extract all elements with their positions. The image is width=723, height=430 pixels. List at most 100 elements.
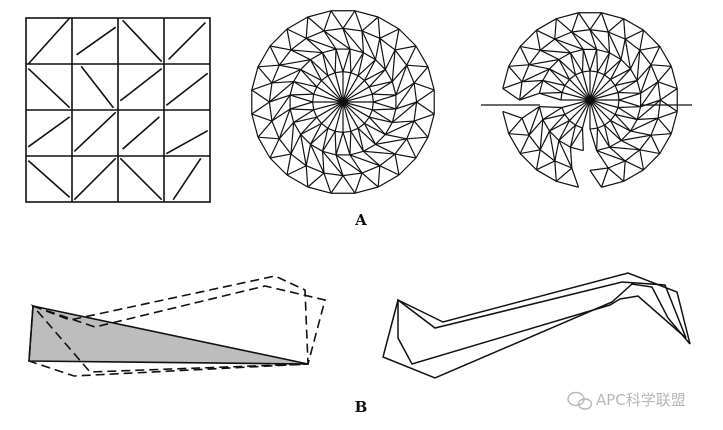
- tri-edge: [604, 59, 622, 76]
- tri-edge: [413, 66, 429, 84]
- ring-edge: [536, 169, 557, 182]
- tiling-diagonal: [76, 26, 117, 56]
- ring-edge: [271, 64, 280, 84]
- tri-edge: [290, 122, 295, 155]
- ring-edge: [278, 49, 292, 66]
- tri-edge: [639, 149, 660, 155]
- ring-edge: [604, 120, 611, 126]
- tri-edge: [321, 52, 329, 76]
- tri-edge: [309, 123, 323, 145]
- tri-edge: [321, 151, 325, 174]
- ring-edge: [305, 30, 325, 39]
- tri-edge: [555, 167, 573, 182]
- tri-edge: [251, 101, 270, 115]
- tri-edge: [610, 59, 622, 80]
- tri-edge: [334, 49, 337, 73]
- ring-edge: [629, 119, 638, 132]
- tri-edge: [305, 37, 323, 54]
- ring-edge: [349, 150, 364, 156]
- ring-edge: [575, 71, 583, 76]
- tri-edge: [416, 101, 435, 115]
- ring-edge: [636, 106, 642, 120]
- tiling-diagonal: [122, 19, 163, 63]
- tri-edge: [413, 113, 435, 122]
- ring-edge: [391, 108, 397, 123]
- tri-edge: [620, 38, 626, 60]
- tri-edge: [624, 38, 632, 70]
- ring-edge: [596, 48, 610, 54]
- spoke: [589, 99, 616, 116]
- tri-edge: [508, 65, 523, 83]
- spoke: [327, 101, 344, 129]
- tri-edge: [540, 49, 571, 54]
- tri-edge: [323, 30, 337, 50]
- ring-edge: [271, 120, 280, 140]
- watermark: APC科学联盟: [567, 391, 686, 410]
- ring-edge: [350, 127, 359, 132]
- tri-edge: [406, 64, 429, 68]
- ring-edge: [650, 117, 659, 136]
- tri-edge: [269, 81, 295, 103]
- tri-edge: [639, 30, 645, 51]
- tri-edge: [657, 65, 672, 83]
- tiling-diagonal: [80, 65, 115, 109]
- ring-edge: [310, 143, 323, 152]
- spoke: [589, 79, 611, 101]
- tri-edge: [521, 68, 550, 83]
- ring-edge: [589, 29, 609, 33]
- dashed-polygon-outer: [28, 275, 309, 377]
- tri-edge: [373, 101, 397, 110]
- tri-edge: [257, 64, 280, 68]
- tri-edge: [364, 68, 386, 82]
- tiling-diagonal: [27, 17, 71, 65]
- ring-edge: [556, 180, 579, 188]
- tiling-diagonal: [122, 116, 160, 150]
- tri-edge: [350, 131, 364, 152]
- tri-edge: [607, 18, 625, 33]
- ring-edge: [508, 46, 521, 67]
- ring-edge: [538, 80, 544, 94]
- spoke: [342, 80, 365, 103]
- tri-edge: [385, 120, 415, 136]
- ring-edge: [316, 116, 323, 124]
- tri-edge: [271, 68, 301, 84]
- tri-edge: [279, 64, 301, 71]
- ring-edge: [312, 94, 315, 103]
- spoke: [589, 91, 619, 101]
- tri-edge: [519, 92, 540, 101]
- ring-edge: [342, 27, 363, 32]
- spoke: [316, 101, 344, 118]
- tri-edge: [357, 59, 376, 77]
- ring-edge: [335, 71, 344, 74]
- spoke: [342, 101, 373, 111]
- ring-edge: [377, 174, 400, 188]
- ring-edge: [361, 165, 381, 174]
- tri-edge: [520, 45, 541, 51]
- ring-edge: [268, 101, 273, 122]
- spoke: [321, 101, 344, 124]
- wechat-icon: [567, 391, 593, 410]
- spoke: [569, 79, 591, 101]
- ring-edge: [289, 108, 295, 123]
- tri-edge: [639, 149, 645, 170]
- ring-edge: [342, 71, 351, 74]
- tri-edge: [549, 120, 570, 132]
- ring-edge: [327, 72, 336, 77]
- tiling-diagonal: [27, 160, 71, 198]
- ring-edge: [313, 86, 318, 95]
- tri-edge: [305, 144, 312, 166]
- tri-edge: [395, 82, 415, 96]
- ring-edge: [363, 80, 370, 88]
- tri-edge: [607, 31, 611, 53]
- ring-edge: [289, 81, 295, 96]
- tri-edge: [650, 46, 661, 66]
- spoke: [564, 84, 591, 101]
- ring-edge: [549, 59, 560, 70]
- tri-edge: [558, 59, 570, 80]
- tri-edge: [271, 94, 291, 122]
- tri-edge: [310, 127, 329, 145]
- tri-edge: [369, 80, 393, 88]
- tri-edge: [549, 68, 566, 86]
- tri-edge: [349, 154, 381, 167]
